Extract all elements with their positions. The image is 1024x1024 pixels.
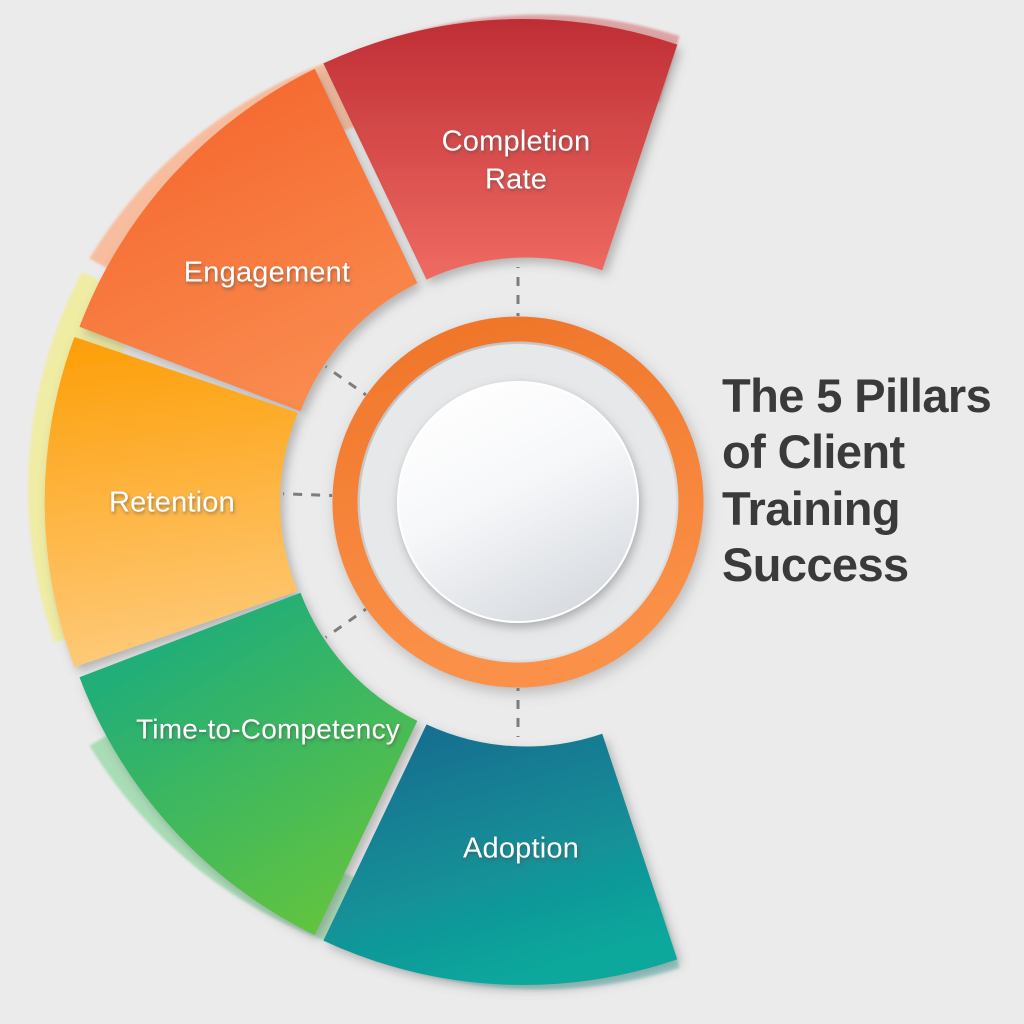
petal-engagement[interactable] xyxy=(79,68,418,412)
petal-labels: Completion Rate Engagement Retention Tim… xyxy=(109,126,590,865)
petal-label-retention: Retention xyxy=(109,487,235,519)
hub-orange-ring[interactable] xyxy=(332,316,704,688)
petal-label-engagement: Engagement xyxy=(184,257,350,289)
petal-group xyxy=(44,18,678,986)
hub-group xyxy=(332,316,704,688)
petal-completion-rate[interactable] xyxy=(323,18,678,280)
petal-label-time-to-competency: Time-to-Competency xyxy=(136,713,400,744)
petal-label-adoption: Adoption xyxy=(463,833,579,865)
petal-retention[interactable] xyxy=(44,336,298,668)
hub-inner-circle[interactable] xyxy=(397,381,639,623)
petal-label-completion-rate-line2: Rate xyxy=(485,164,547,196)
petal-time-to-competency[interactable] xyxy=(79,592,418,936)
page-title: The 5 Pillars of Client Training Success xyxy=(722,369,992,592)
petal-adoption[interactable] xyxy=(323,724,678,986)
petal-label-completion-rate: Completion xyxy=(442,126,591,158)
